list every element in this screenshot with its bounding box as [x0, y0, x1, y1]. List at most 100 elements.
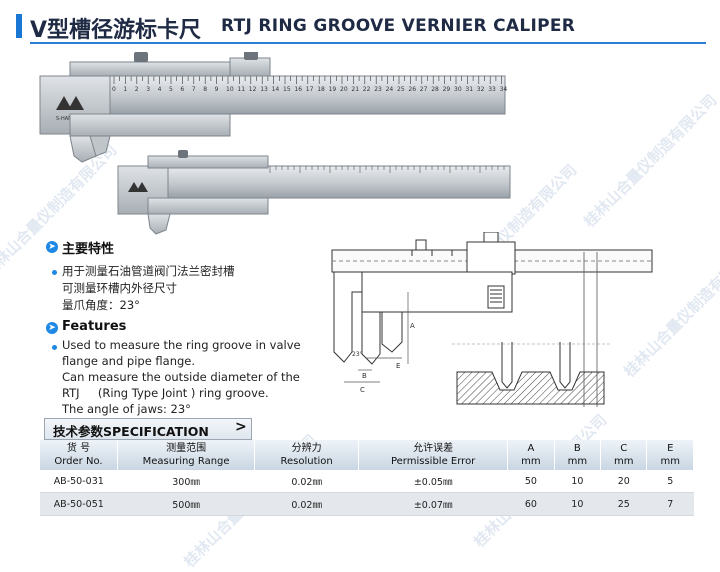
features-en-line-1: Used to measure the ring groove in valve: [62, 338, 301, 352]
scale-number: 20: [340, 86, 348, 93]
section-arrow-icon-cn: ➤: [46, 241, 58, 253]
scale-number: 7: [192, 86, 196, 93]
features-en-line-2: flange and pipe flange.: [62, 354, 196, 368]
col-resolution: 分辨力 Resolution: [254, 440, 360, 470]
table-row: AB-50-031 300㎜ 0.02㎜ ±0.05㎜ 50 10 20 5: [40, 470, 694, 493]
cell-order-no: AB-50-031: [40, 470, 118, 493]
cell-b: 10: [554, 470, 601, 493]
title-accent-bar: [16, 14, 22, 38]
scale-number: 10: [226, 86, 234, 93]
scale-number: 15: [283, 86, 291, 93]
scale-number: 22: [363, 86, 371, 93]
col-label-cn: 测量范围: [166, 443, 207, 454]
scale-number: 25: [397, 86, 405, 93]
scale-number: 8: [203, 86, 207, 93]
col-label-cn: 货 号: [66, 443, 91, 454]
dim-label-e: E: [396, 362, 400, 370]
scale-number: 12: [249, 86, 257, 93]
scale-number: 3: [146, 86, 150, 93]
scale-number: 1: [123, 86, 127, 93]
col-label-en: mm: [614, 456, 634, 467]
col-label-en: Order No.: [54, 456, 103, 467]
scale-number: 2: [135, 86, 139, 93]
bullet-dot-icon: [52, 345, 57, 350]
scale-number: 9: [215, 86, 219, 93]
cell-resolution: 0.02㎜: [254, 492, 359, 516]
scale-number: 26: [408, 86, 416, 93]
cell-a: 50: [507, 470, 555, 493]
col-label-cn: 允许误差: [413, 443, 454, 454]
table-row: AB-50-051 500㎜ 0.02㎜ ±0.07㎜ 60 10 25 7: [40, 492, 694, 516]
scale-number: 11: [237, 86, 245, 93]
section-arrow-icon-en: ➤: [46, 322, 58, 334]
scale-number: 21: [351, 86, 359, 93]
scale-number: 13: [260, 86, 268, 93]
scale-number: 30: [454, 86, 462, 93]
title-underline: [30, 42, 706, 44]
cell-range: 500㎜: [117, 492, 255, 516]
cell-e: 5: [646, 470, 694, 493]
col-label-cn: E: [667, 443, 674, 454]
scale-number: 24: [386, 86, 394, 93]
cell-e: 7: [646, 492, 694, 516]
flange-section: [452, 342, 612, 405]
title-bar: V型槽径游标卡尺 RTJ RING GROOVE VERNIER CALIPER: [16, 10, 706, 44]
col-label-cn: A: [527, 443, 535, 454]
watermark-1: 桂林山合量仪制造有限公司: [580, 90, 720, 231]
col-label-cn: B: [573, 443, 581, 454]
bullet-dot-icon: [52, 270, 57, 275]
spec-heading: 技术参数SPECIFICATION: [53, 424, 209, 439]
scale-number: 23: [374, 86, 382, 93]
scale-number: 19: [329, 86, 337, 93]
col-label-cn: C: [620, 443, 628, 454]
brand-logo-icon: [56, 96, 84, 110]
spec-header-row: 货 号 Order No. 测量范围 Measuring Range 分辨力 Reso…: [40, 440, 694, 470]
cell-b: 10: [554, 492, 601, 516]
features-en-line-5: The angle of jaws: 23°: [62, 402, 191, 416]
scale-number: 18: [317, 86, 325, 93]
brand-mark-text: S-HAME: [56, 116, 76, 122]
features-en-line-3: Can measure the outside diameter of the: [62, 370, 300, 384]
page-title-en: RTJ RING GROOVE VERNIER CALIPER: [221, 16, 576, 36]
col-label-en: Measuring Range: [142, 456, 230, 467]
features-cn-line-2: 可测量环槽内外径尺寸: [62, 281, 177, 295]
scale-number: 28: [431, 86, 439, 93]
spec-heading-bar: 技术参数SPECIFICATION >: [44, 418, 252, 440]
scale-number: 4: [158, 86, 162, 93]
chevron-right-icon: >: [235, 419, 247, 435]
brand-logo-icon-small: [128, 182, 148, 192]
features-cn-line-3: 量爪角度：23°: [62, 298, 140, 312]
cell-a: 60: [507, 492, 555, 516]
scale-number: 6: [180, 86, 184, 93]
scale-number: 33: [488, 86, 496, 93]
col-label-cn: 分辨力: [291, 443, 322, 454]
scale-number: 29: [443, 86, 451, 93]
scale-number: 27: [420, 86, 428, 93]
cell-range: 300㎜: [117, 470, 255, 493]
scale-number: 34: [500, 86, 508, 93]
cell-error: ±0.05㎜: [358, 470, 508, 493]
dim-label-a: A: [410, 322, 415, 330]
scale-number: 17: [306, 86, 314, 93]
dim-label-c: C: [360, 386, 365, 394]
cell-resolution: 0.02㎜: [254, 470, 359, 493]
dim-label-b: B: [362, 372, 367, 380]
features-cn-line-1: 用于测量石油管道阀门法兰密封槽: [62, 264, 235, 278]
col-measuring-range: 测量范围 Measuring Range: [117, 440, 256, 470]
col-label-en: Resolution: [280, 456, 333, 467]
scale-number: 0: [112, 86, 116, 93]
features-cn-heading: 主要特性: [62, 242, 115, 257]
scale-number: 31: [465, 86, 473, 93]
cell-c: 25: [600, 492, 647, 516]
cell-order-no: AB-50-051: [40, 492, 118, 516]
cell-error: ±0.07㎜: [358, 492, 508, 516]
cell-c: 20: [600, 470, 647, 493]
features-en-heading: Features: [62, 319, 127, 334]
col-order-no: 货 号 Order No.: [40, 440, 118, 470]
scale-number: 5: [169, 86, 173, 93]
